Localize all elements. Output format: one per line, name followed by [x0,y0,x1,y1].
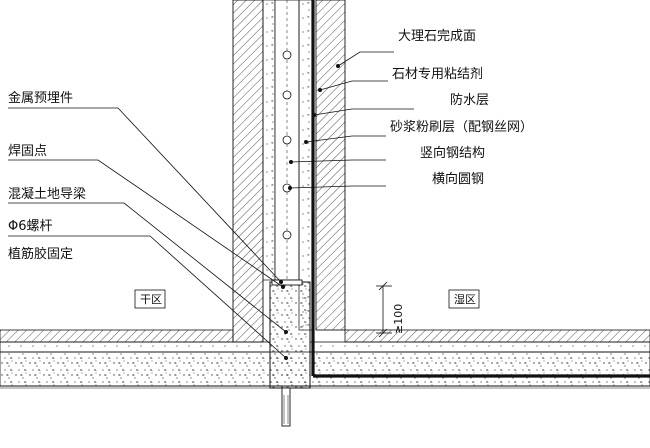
callout-marble-finish: 大理石完成面 [398,29,476,44]
right-leaders [287,51,414,190]
dry-zone-box [134,289,166,309]
left-leaders [8,107,288,360]
height-dimension [376,281,392,338]
floor-slab [0,329,650,389]
height-dimension-label: ≥100 [392,304,405,334]
callout-bolt: Φ6螺杆 [8,219,53,234]
concrete-ground-beam [269,279,311,427]
zone-labels: 干区 湿区 ≥100 [140,293,476,334]
callout-concrete-beam: 混凝土地导梁 [8,186,86,202]
dry-side-wall [232,0,276,343]
callout-horizontal-round-steel: 横向圆钢 [432,171,484,187]
wet-side-wall [298,0,650,378]
right-callouts: 大理石完成面 石材专用粘结剂 防水层 砂浆粉刷层（配钢丝网） 竖向钢结构 横向圆… [390,29,533,187]
wet-zone-label: 湿区 [454,293,476,306]
callout-stone-adhesive: 石材专用粘结剂 [392,67,483,82]
callout-waterproof-layer: 防水层 [450,92,489,108]
wet-zone-box [448,289,480,309]
vertical-steel [274,0,300,281]
left-callouts: 金属预埋件 焊固点 混凝土地导梁 Φ6螺杆 植筋胶固定 [8,90,86,262]
callout-weld-point: 焊固点 [8,143,47,159]
callout-metal-embed: 金属预埋件 [8,90,73,106]
callout-mortar-layer: 砂浆粉刷层（配钢丝网） [390,120,533,135]
dry-zone-label: 干区 [140,293,162,306]
callout-vertical-steel: 竖向钢结构 [420,145,485,161]
callout-anchor-adhesive: 植筋胶固定 [8,246,73,262]
